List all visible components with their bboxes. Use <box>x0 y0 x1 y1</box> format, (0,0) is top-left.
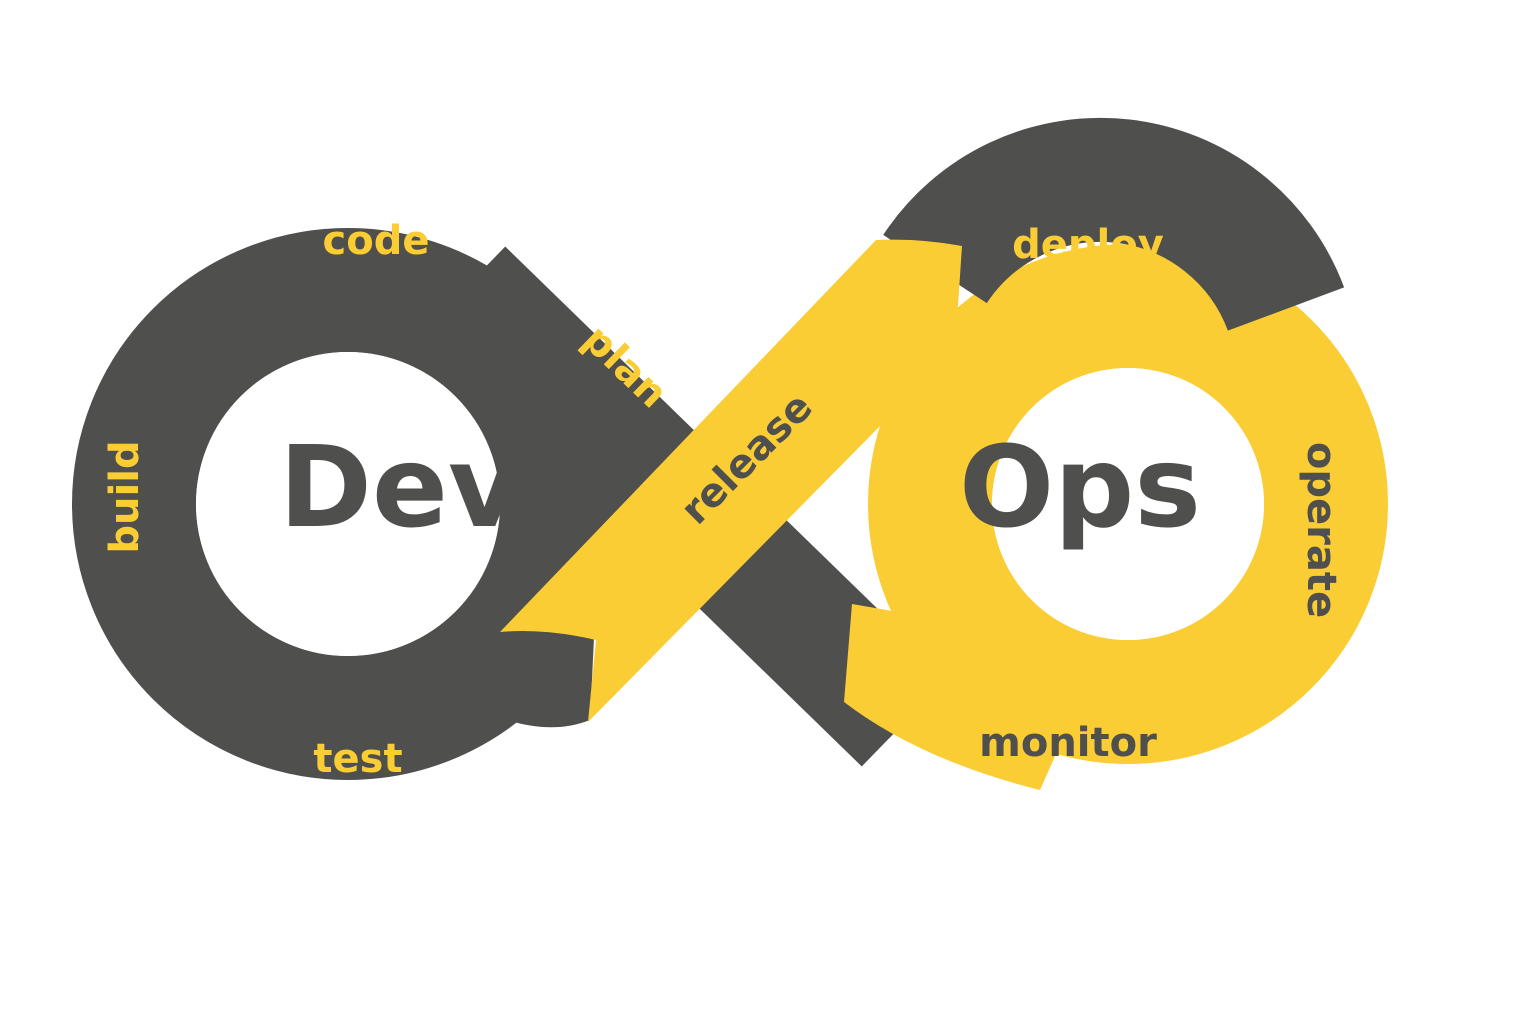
stage-label-build: build <box>102 440 148 553</box>
stage-label-monitor: monitor <box>979 720 1157 766</box>
ops-lower-entry <box>844 604 1080 790</box>
stage-label-code: code <box>323 218 430 264</box>
ops-loop-dark-section <box>883 117 1345 332</box>
ops-loop-ring <box>868 244 1388 764</box>
release-band <box>500 239 962 722</box>
center-word-ops: Ops <box>959 423 1201 553</box>
stage-label-test: test <box>313 736 402 782</box>
dev-loop-ring <box>72 228 624 780</box>
center-word-dev: Dev <box>279 423 521 553</box>
stage-label-deploy: deploy <box>1012 222 1164 268</box>
ops-center <box>992 368 1264 640</box>
stage-label-operate: operate <box>1298 442 1344 618</box>
dev-center <box>196 352 500 656</box>
dev-lower-corner <box>470 629 594 728</box>
